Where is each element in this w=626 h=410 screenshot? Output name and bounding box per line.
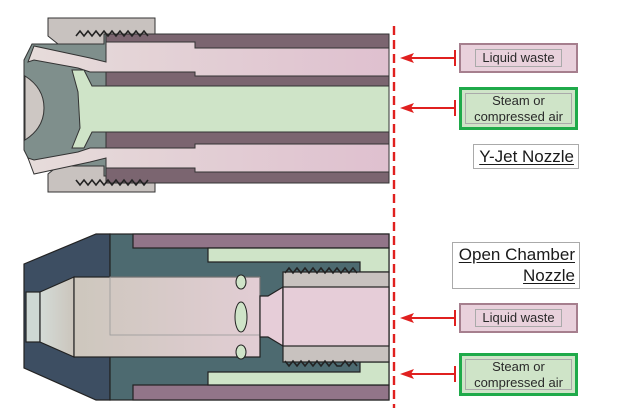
yjet-liquid-waste-label: Liquid waste <box>459 43 578 73</box>
yjet-title: Y-Jet Nozzle <box>473 144 579 169</box>
open-outlet <box>25 291 41 343</box>
open-thread-top <box>284 266 358 275</box>
open-chamber-title-line2: Nozzle <box>523 266 575 285</box>
open-outer-wall-bottom <box>132 384 390 401</box>
open-chamber-title-line1: Open Chamber <box>458 245 575 264</box>
yjet-steam-label: Steam or compressed air <box>459 87 578 130</box>
open-steam-hole-top <box>235 274 247 290</box>
open-throat <box>259 285 284 348</box>
arrow-open-liquid <box>400 310 456 326</box>
yjet-thread-top <box>75 29 149 38</box>
yjet-outlet-dome <box>24 75 45 141</box>
arrow-yjet-steam <box>400 100 456 116</box>
yjet-steam-text-2: compressed air <box>474 108 563 124</box>
open-steam-label: Steam or compressed air <box>459 353 578 396</box>
open-liquid-channel <box>282 286 390 347</box>
yjet-liquid-channel-bottom <box>27 143 390 175</box>
open-chamber-nozzle <box>23 233 390 401</box>
arrow-open-steam <box>400 366 456 382</box>
arrow-yjet-liquid <box>400 50 456 66</box>
yjet-thread-bottom <box>75 178 149 187</box>
open-liquid-waste-label: Liquid waste <box>459 303 578 333</box>
yjet-nozzle <box>23 17 390 193</box>
open-steam-text-1: Steam or <box>492 358 545 374</box>
open-outer-wall-top <box>132 233 390 249</box>
yjet-liquid-waste-text: Liquid waste <box>482 50 555 65</box>
open-thread-bottom <box>284 359 358 368</box>
yjet-steam-text-1: Steam or <box>492 92 545 108</box>
open-steam-text-2: compressed air <box>474 374 563 390</box>
open-chamber <box>73 276 261 358</box>
yjet-title-text: Y-Jet Nozzle <box>479 147 574 166</box>
open-steam-hole-bottom <box>235 344 247 360</box>
open-liquid-waste-text: Liquid waste <box>482 310 555 325</box>
open-steam-hole-middle <box>234 301 248 333</box>
open-chamber-title: Open Chamber Nozzle <box>452 242 580 289</box>
yjet-steam-core <box>71 69 390 149</box>
